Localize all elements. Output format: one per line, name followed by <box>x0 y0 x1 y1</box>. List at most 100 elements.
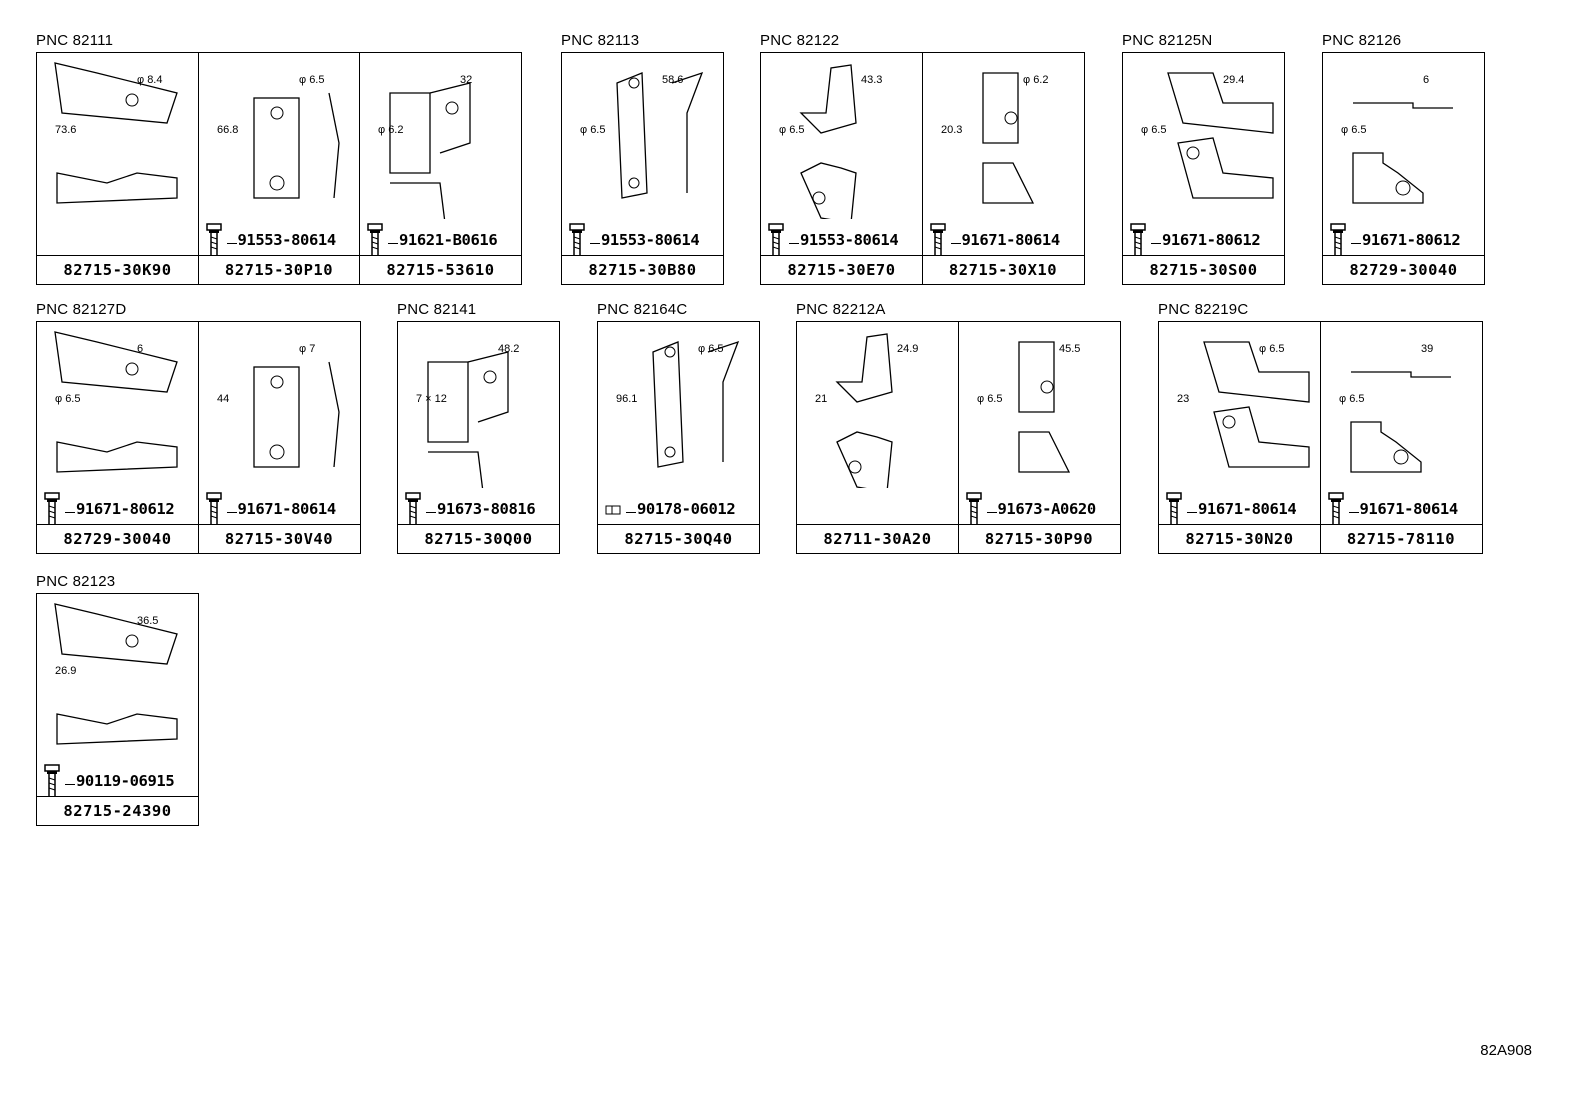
bolt-part-number[interactable]: 91671-80614 <box>237 500 337 518</box>
pnc-label: PNC 82126 <box>1322 32 1402 49</box>
leader-line <box>388 243 398 244</box>
dimension-label: 6 <box>1423 74 1429 86</box>
dimension-label: φ 6.5 <box>1339 393 1364 405</box>
dimension-label: φ 8.4 <box>137 74 162 86</box>
part-drawing: φ 6.2 20.3 <box>923 53 1083 219</box>
leader-line <box>1187 512 1197 513</box>
part-number[interactable]: 82715-30E70 <box>761 255 922 284</box>
part-number[interactable]: 82711-30A20 <box>797 524 958 553</box>
dimension-label: φ 6.5 <box>55 393 80 405</box>
bolt-callout: 91671-80612 <box>1327 221 1485 255</box>
part-panel[interactable]: 6 φ 6.5 91671-80612 82729-30040 <box>36 321 199 554</box>
dimension-label: 48.2 <box>498 343 519 355</box>
pnc-label: PNC 82219C <box>1158 301 1249 318</box>
part-number[interactable]: 82715-30K90 <box>37 255 198 284</box>
bolt-callout: 91553-80614 <box>203 221 361 255</box>
bolt-part-number[interactable]: 91671-80612 <box>1362 231 1461 249</box>
bolt-callout: 91673-80816 <box>402 490 560 524</box>
bolt-part-number[interactable]: 91553-80614 <box>601 231 700 249</box>
dimension-label: φ 6.5 <box>779 124 804 136</box>
dimension-label: 44 <box>217 393 229 405</box>
part-number[interactable]: 82715-24390 <box>37 796 198 825</box>
leader-line <box>65 784 75 785</box>
bolt-part-number[interactable]: 91553-80614 <box>800 231 899 249</box>
dimension-label: φ 6.5 <box>1341 124 1366 136</box>
pnc-label: PNC 82111 <box>36 32 114 49</box>
bolt-part-number[interactable]: 90178-06012 <box>637 500 736 518</box>
part-number[interactable]: 82715-78110 <box>1320 524 1482 553</box>
bolt-part-number[interactable]: 91673-A0620 <box>997 500 1097 518</box>
part-number[interactable]: 82715-30Q00 <box>398 524 559 553</box>
pnc-label: PNC 82113 <box>561 32 640 49</box>
bolt-callout: 91553-80614 <box>566 221 724 255</box>
part-number[interactable]: 82729-30040 <box>37 524 198 553</box>
leader-line <box>950 243 961 244</box>
dimension-label: 45.5 <box>1059 343 1080 355</box>
part-drawing: 43.3 φ 6.5 <box>761 53 921 224</box>
dimension-label: 6 <box>137 343 143 355</box>
bolt-callout: 91621-B0616 <box>364 221 522 255</box>
dimension-label: φ 6.2 <box>1023 74 1048 86</box>
part-panel[interactable]: 6 φ 6.5 91671-80612 82729-30040 <box>1322 52 1485 285</box>
bolt-part-number[interactable]: 91671-80614 <box>1359 500 1459 518</box>
dimension-label: 20.3 <box>941 124 962 136</box>
part-panel[interactable]: 43.3 φ 6.5 91553-80614 82715-30E70 <box>760 52 923 285</box>
part-number[interactable]: 82715-30P10 <box>198 255 360 284</box>
bolt-part-number[interactable]: 91671-80612 <box>76 500 175 518</box>
pnc-label: PNC 82212A <box>796 301 886 318</box>
pnc-label: PNC 82123 <box>36 573 116 590</box>
dimension-label: 21 <box>815 393 827 405</box>
dimension-label: 23 <box>1177 393 1189 405</box>
bolt-part-number[interactable]: 91621-B0616 <box>399 231 498 249</box>
part-number[interactable]: 82729-30040 <box>1323 255 1484 284</box>
bolt-part-number[interactable]: 91671-80614 <box>961 231 1061 249</box>
part-number[interactable]: 82715-30B80 <box>562 255 723 284</box>
diagram-reference: 82A908 <box>1480 1042 1532 1059</box>
pnc-label: PNC 82122 <box>760 32 840 49</box>
bolt-part-number[interactable]: 91671-80614 <box>1198 500 1297 518</box>
part-number[interactable]: 82715-30P90 <box>958 524 1120 553</box>
bolt-part-number[interactable]: 90119-06915 <box>76 772 175 790</box>
dimension-label: 43.3 <box>861 74 882 86</box>
part-number[interactable]: 82715-30V40 <box>198 524 360 553</box>
pnc-label: PNC 82127D <box>36 301 127 318</box>
pnc-label: PNC 82164C <box>597 301 688 318</box>
part-number[interactable]: 82715-30X10 <box>922 255 1084 284</box>
dimension-label: 36.5 <box>137 615 158 627</box>
bolt-part-number[interactable]: 91671-80612 <box>1162 231 1261 249</box>
dimension-label: φ 6.5 <box>1141 124 1166 136</box>
part-number[interactable]: 82715-30Q40 <box>598 524 759 553</box>
leader-line <box>590 243 600 244</box>
part-number[interactable]: 82715-53610 <box>360 255 521 284</box>
bolt-part-number[interactable]: 91553-80614 <box>237 231 337 249</box>
dimension-label: 58.6 <box>662 74 683 86</box>
bolt-part-number[interactable]: 91673-80816 <box>437 500 536 518</box>
part-number[interactable]: 82715-30N20 <box>1159 524 1320 553</box>
part-number[interactable]: 82715-30S00 <box>1123 255 1284 284</box>
part-panel[interactable]: φ 6.2 20.3 91671-80614 82715-30X10 <box>921 52 1085 285</box>
bolt-callout: 90119-06915 <box>41 762 199 796</box>
bolt-callout: 91553-80614 <box>765 221 923 255</box>
leader-line <box>226 243 237 244</box>
